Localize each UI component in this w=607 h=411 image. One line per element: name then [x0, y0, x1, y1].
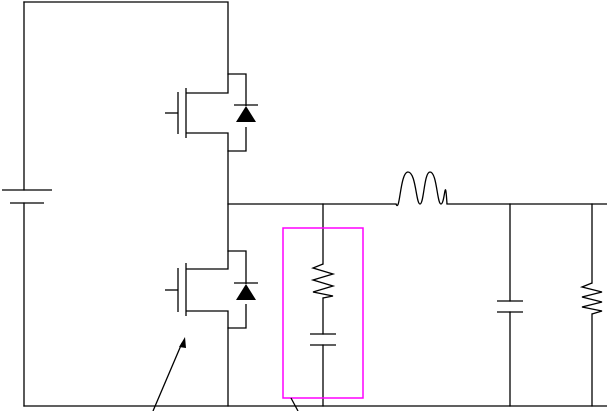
snubber-highlight-box	[282, 227, 364, 399]
low-side-diode-icon	[234, 275, 258, 300]
load-resistor	[579, 282, 603, 315]
battery-source	[2, 1, 52, 407]
high-side-diode-icon	[234, 98, 258, 122]
output-inductor	[395, 171, 448, 207]
pointer-arrow-switch	[152, 337, 186, 411]
output-capacitor	[497, 300, 523, 313]
snubber-resistor	[310, 263, 336, 299]
low-side-mosfet	[165, 250, 258, 329]
wiring	[23, 1, 607, 407]
high-side-mosfet	[165, 73, 258, 152]
snubber-capacitor	[310, 333, 336, 346]
pointer-arrow-snubber	[290, 397, 299, 411]
